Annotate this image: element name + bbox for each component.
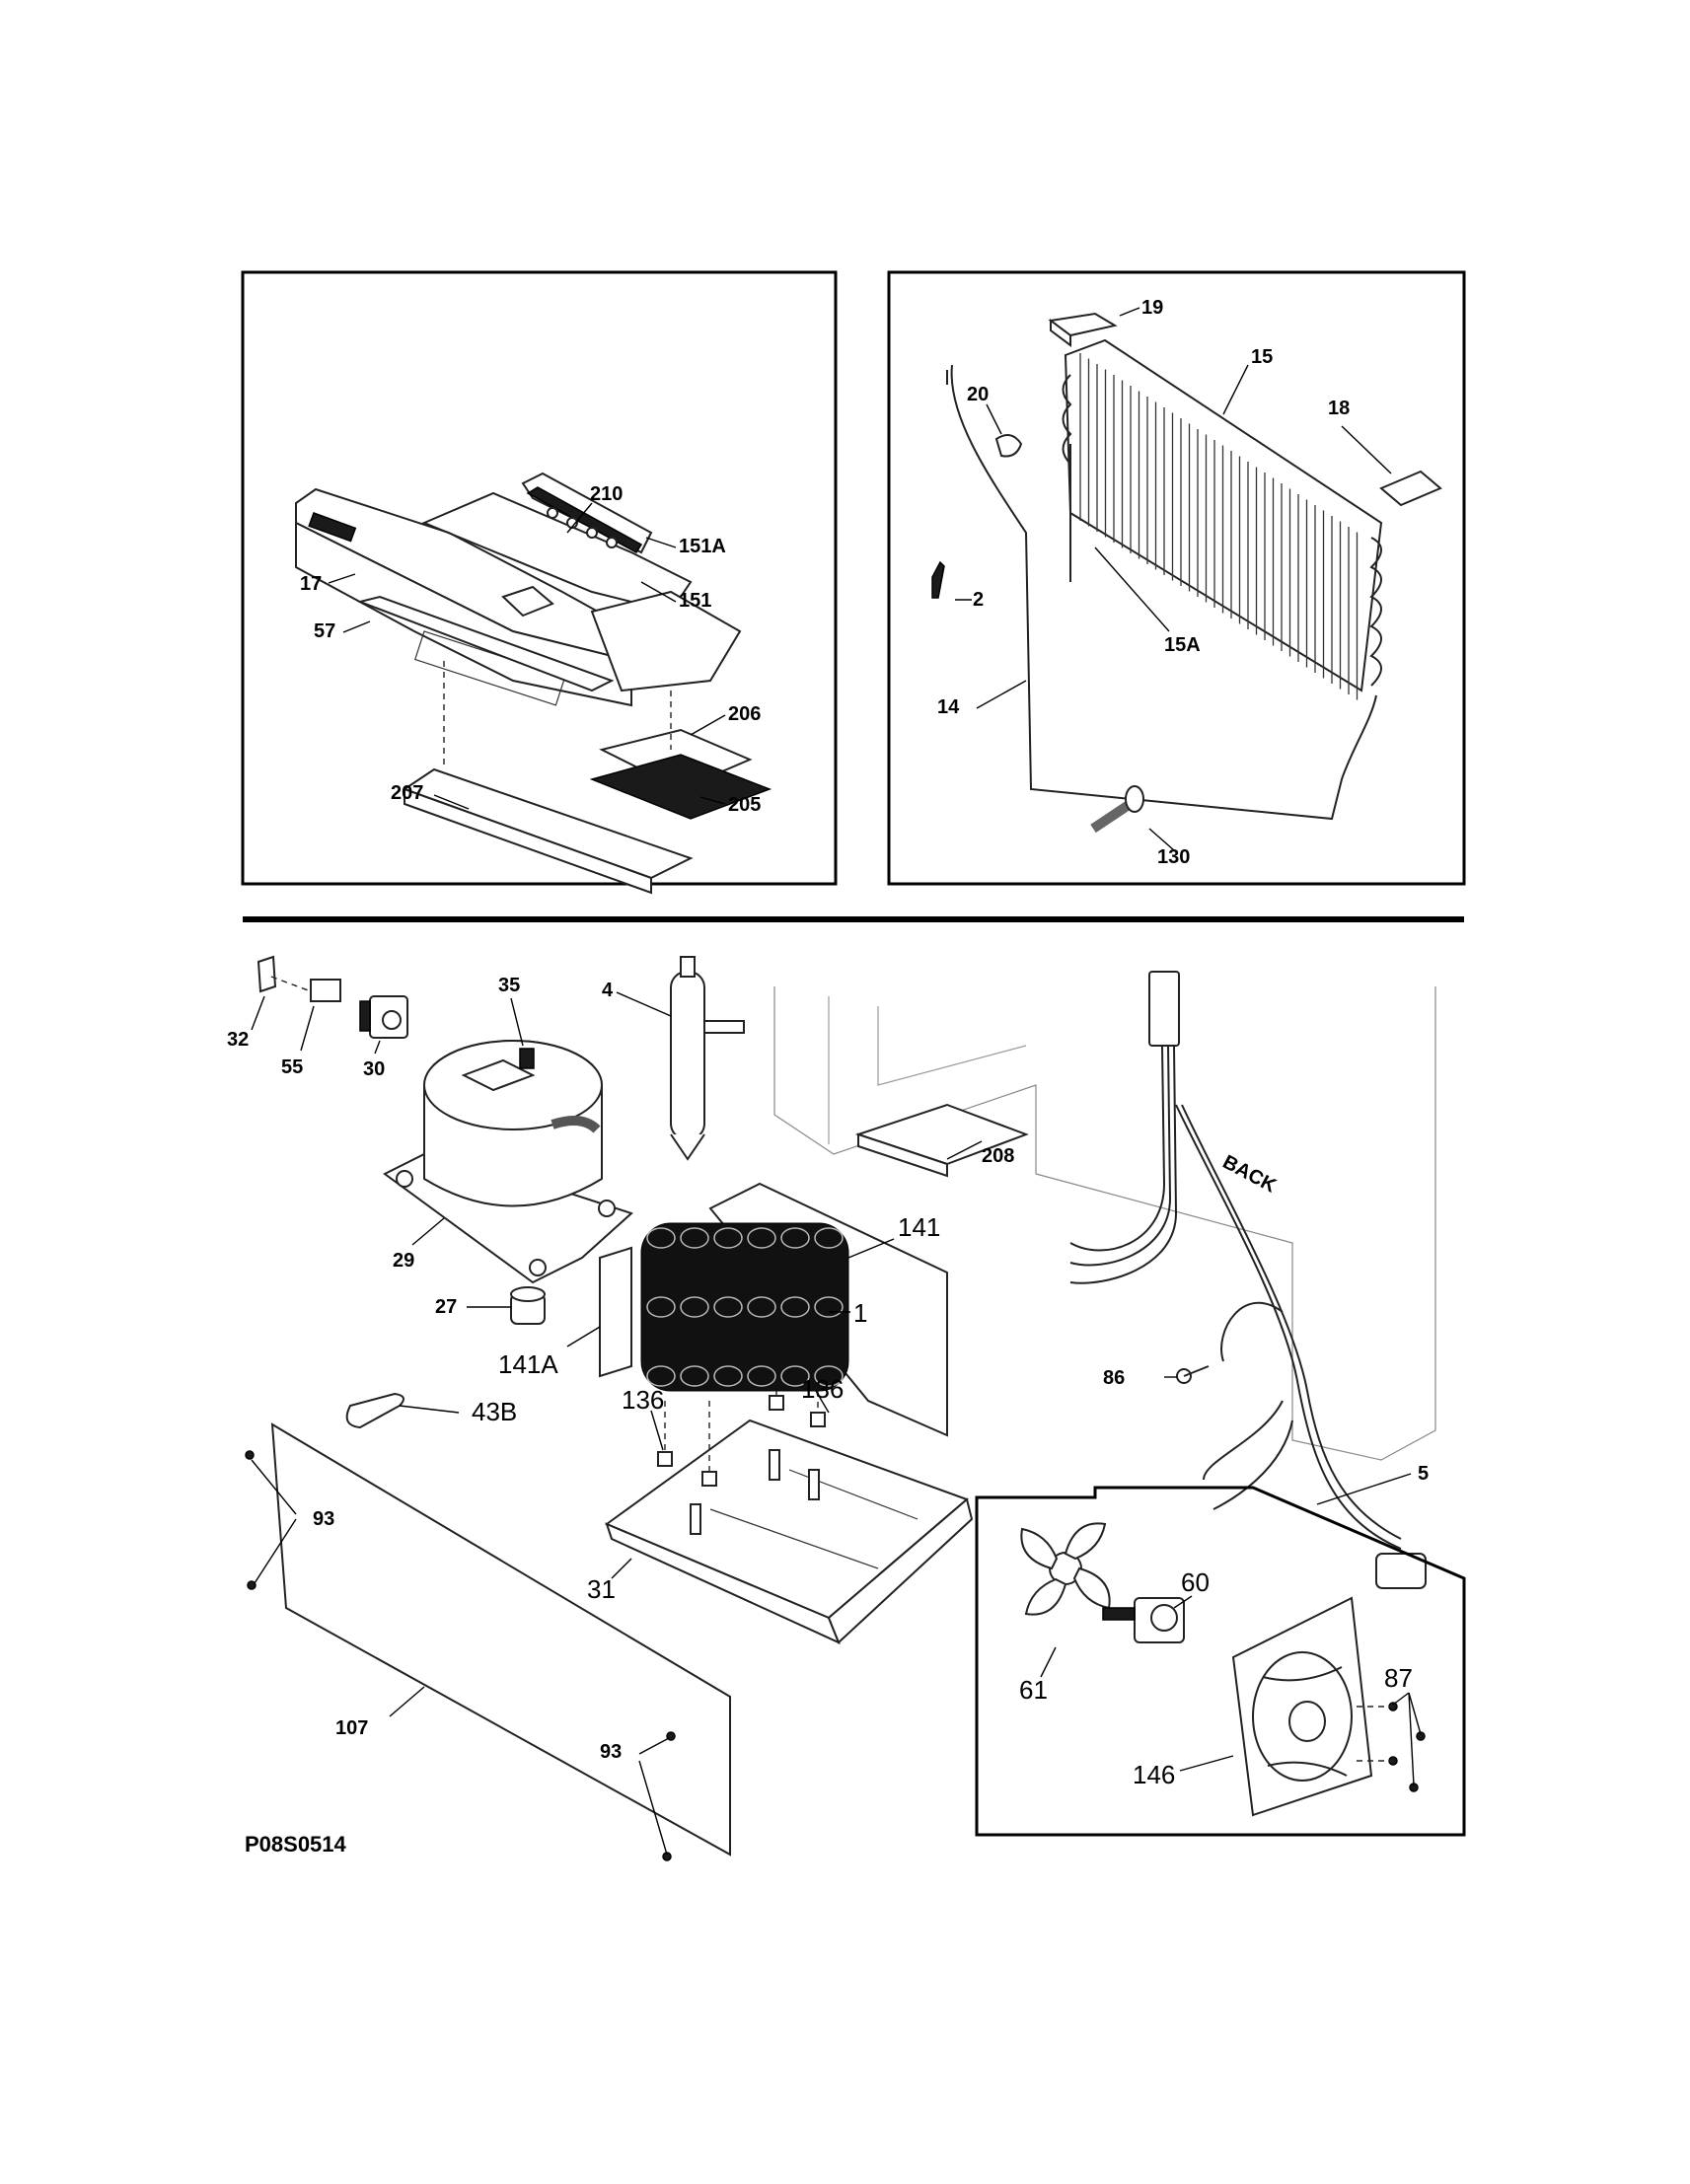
grommet-130-illustration (1090, 785, 1144, 834)
pad-18-illustration (1379, 470, 1442, 507)
back-label: BACK (1219, 1151, 1281, 1198)
callout-43b: 43B (472, 1397, 517, 1426)
clip-32-illustration (257, 955, 277, 993)
fan-inset: 60 61 87 146 (975, 1486, 1466, 1837)
callout-35: 35 (498, 975, 520, 996)
shield-141a-illustration (599, 1246, 632, 1378)
fan-blade-61-illustration (1020, 1522, 1111, 1616)
callout-130: 130 (1157, 846, 1190, 868)
lower-section: BACK 35 4 32 55 30 208 29 141 27 1 141A (227, 955, 1436, 1861)
fan-inset-frame (975, 1486, 1466, 1837)
callout-27: 27 (435, 1296, 457, 1318)
drier-4-illustration (670, 956, 745, 1161)
thermostat-20-illustration (994, 434, 1023, 458)
block-136a-illustration (657, 1451, 673, 1467)
clip-2-illustration (931, 560, 945, 599)
screw-93-illustration (245, 1450, 255, 1460)
callout-151a: 151A (679, 536, 726, 557)
callout-57: 57 (314, 620, 335, 642)
callout-207: 207 (391, 782, 423, 804)
callout-15a: 15A (1164, 634, 1201, 656)
cabinet-outline (773, 986, 1436, 1461)
back-panel-107-illustration (270, 1422, 731, 1856)
power-cord-5-illustration (1069, 971, 1427, 1589)
evaporator-illustration (1062, 338, 1383, 700)
condenser-1-illustration (640, 1222, 849, 1392)
callout-5: 5 (1418, 1463, 1429, 1485)
top-left-panel-frame (241, 270, 838, 886)
display-board-illustration (521, 472, 653, 554)
callout-151: 151 (679, 590, 711, 612)
callout-4: 4 (602, 980, 614, 1001)
callout-1: 1 (853, 1298, 867, 1328)
diagram-code: P08S0514 (245, 1832, 347, 1856)
callout-14: 14 (937, 696, 960, 718)
top-right-panel: 19 15 20 18 2 15A 14 130 (887, 270, 1466, 886)
relay-30-illustration (359, 995, 408, 1039)
screw-86-illustration (1176, 1365, 1210, 1384)
callout-19: 19 (1141, 297, 1163, 319)
callout-141: 141 (898, 1212, 940, 1242)
callout-205: 205 (728, 794, 761, 816)
callout-86: 86 (1103, 1367, 1125, 1389)
callout-17: 17 (300, 573, 322, 595)
callout-20: 20 (967, 384, 989, 405)
callout-15: 15 (1251, 346, 1273, 368)
callout-87: 87 (1384, 1663, 1413, 1693)
callout-2: 2 (973, 589, 984, 611)
filter-pad-205-illustration (589, 754, 772, 820)
callout-208: 208 (982, 1145, 1014, 1167)
callout-206: 206 (728, 703, 761, 725)
fan-bracket-146-illustration (1231, 1596, 1373, 1817)
callout-141a: 141A (498, 1349, 558, 1379)
top-right-panel-frame (887, 270, 1466, 886)
callout-210: 210 (590, 483, 623, 505)
overload-55-illustration (310, 979, 341, 1002)
callout-60: 60 (1181, 1567, 1210, 1597)
clamp-43b-illustration (345, 1392, 404, 1429)
block-136b-illustration (769, 1395, 784, 1411)
callout-32: 32 (227, 1029, 249, 1051)
drain-heater-14-illustration (950, 364, 1377, 821)
callout-61: 61 (1019, 1675, 1048, 1705)
callout-18: 18 (1328, 398, 1350, 419)
callout-93b: 93 (600, 1741, 622, 1763)
callout-136b: 136 (622, 1385, 664, 1415)
callout-55: 55 (281, 1056, 303, 1078)
callout-93a: 93 (313, 1508, 334, 1530)
callout-30: 30 (363, 1058, 385, 1080)
overlay-57-illustration (356, 595, 615, 692)
base-tray-31-illustration (604, 1419, 974, 1644)
callout-107: 107 (335, 1717, 368, 1739)
callout-146: 146 (1133, 1760, 1175, 1789)
top-left-panel: 210 151A 17 151 57 206 205 207 (241, 270, 838, 895)
compressor-29-illustration (383, 1040, 633, 1284)
callout-31: 31 (587, 1574, 616, 1604)
fan-motor-60-illustration (1102, 1597, 1185, 1643)
grommet-27-illustration (510, 1286, 546, 1325)
callout-29: 29 (393, 1250, 414, 1272)
control-housing-illustration (295, 487, 742, 707)
callout-136a: 136 (801, 1374, 844, 1404)
